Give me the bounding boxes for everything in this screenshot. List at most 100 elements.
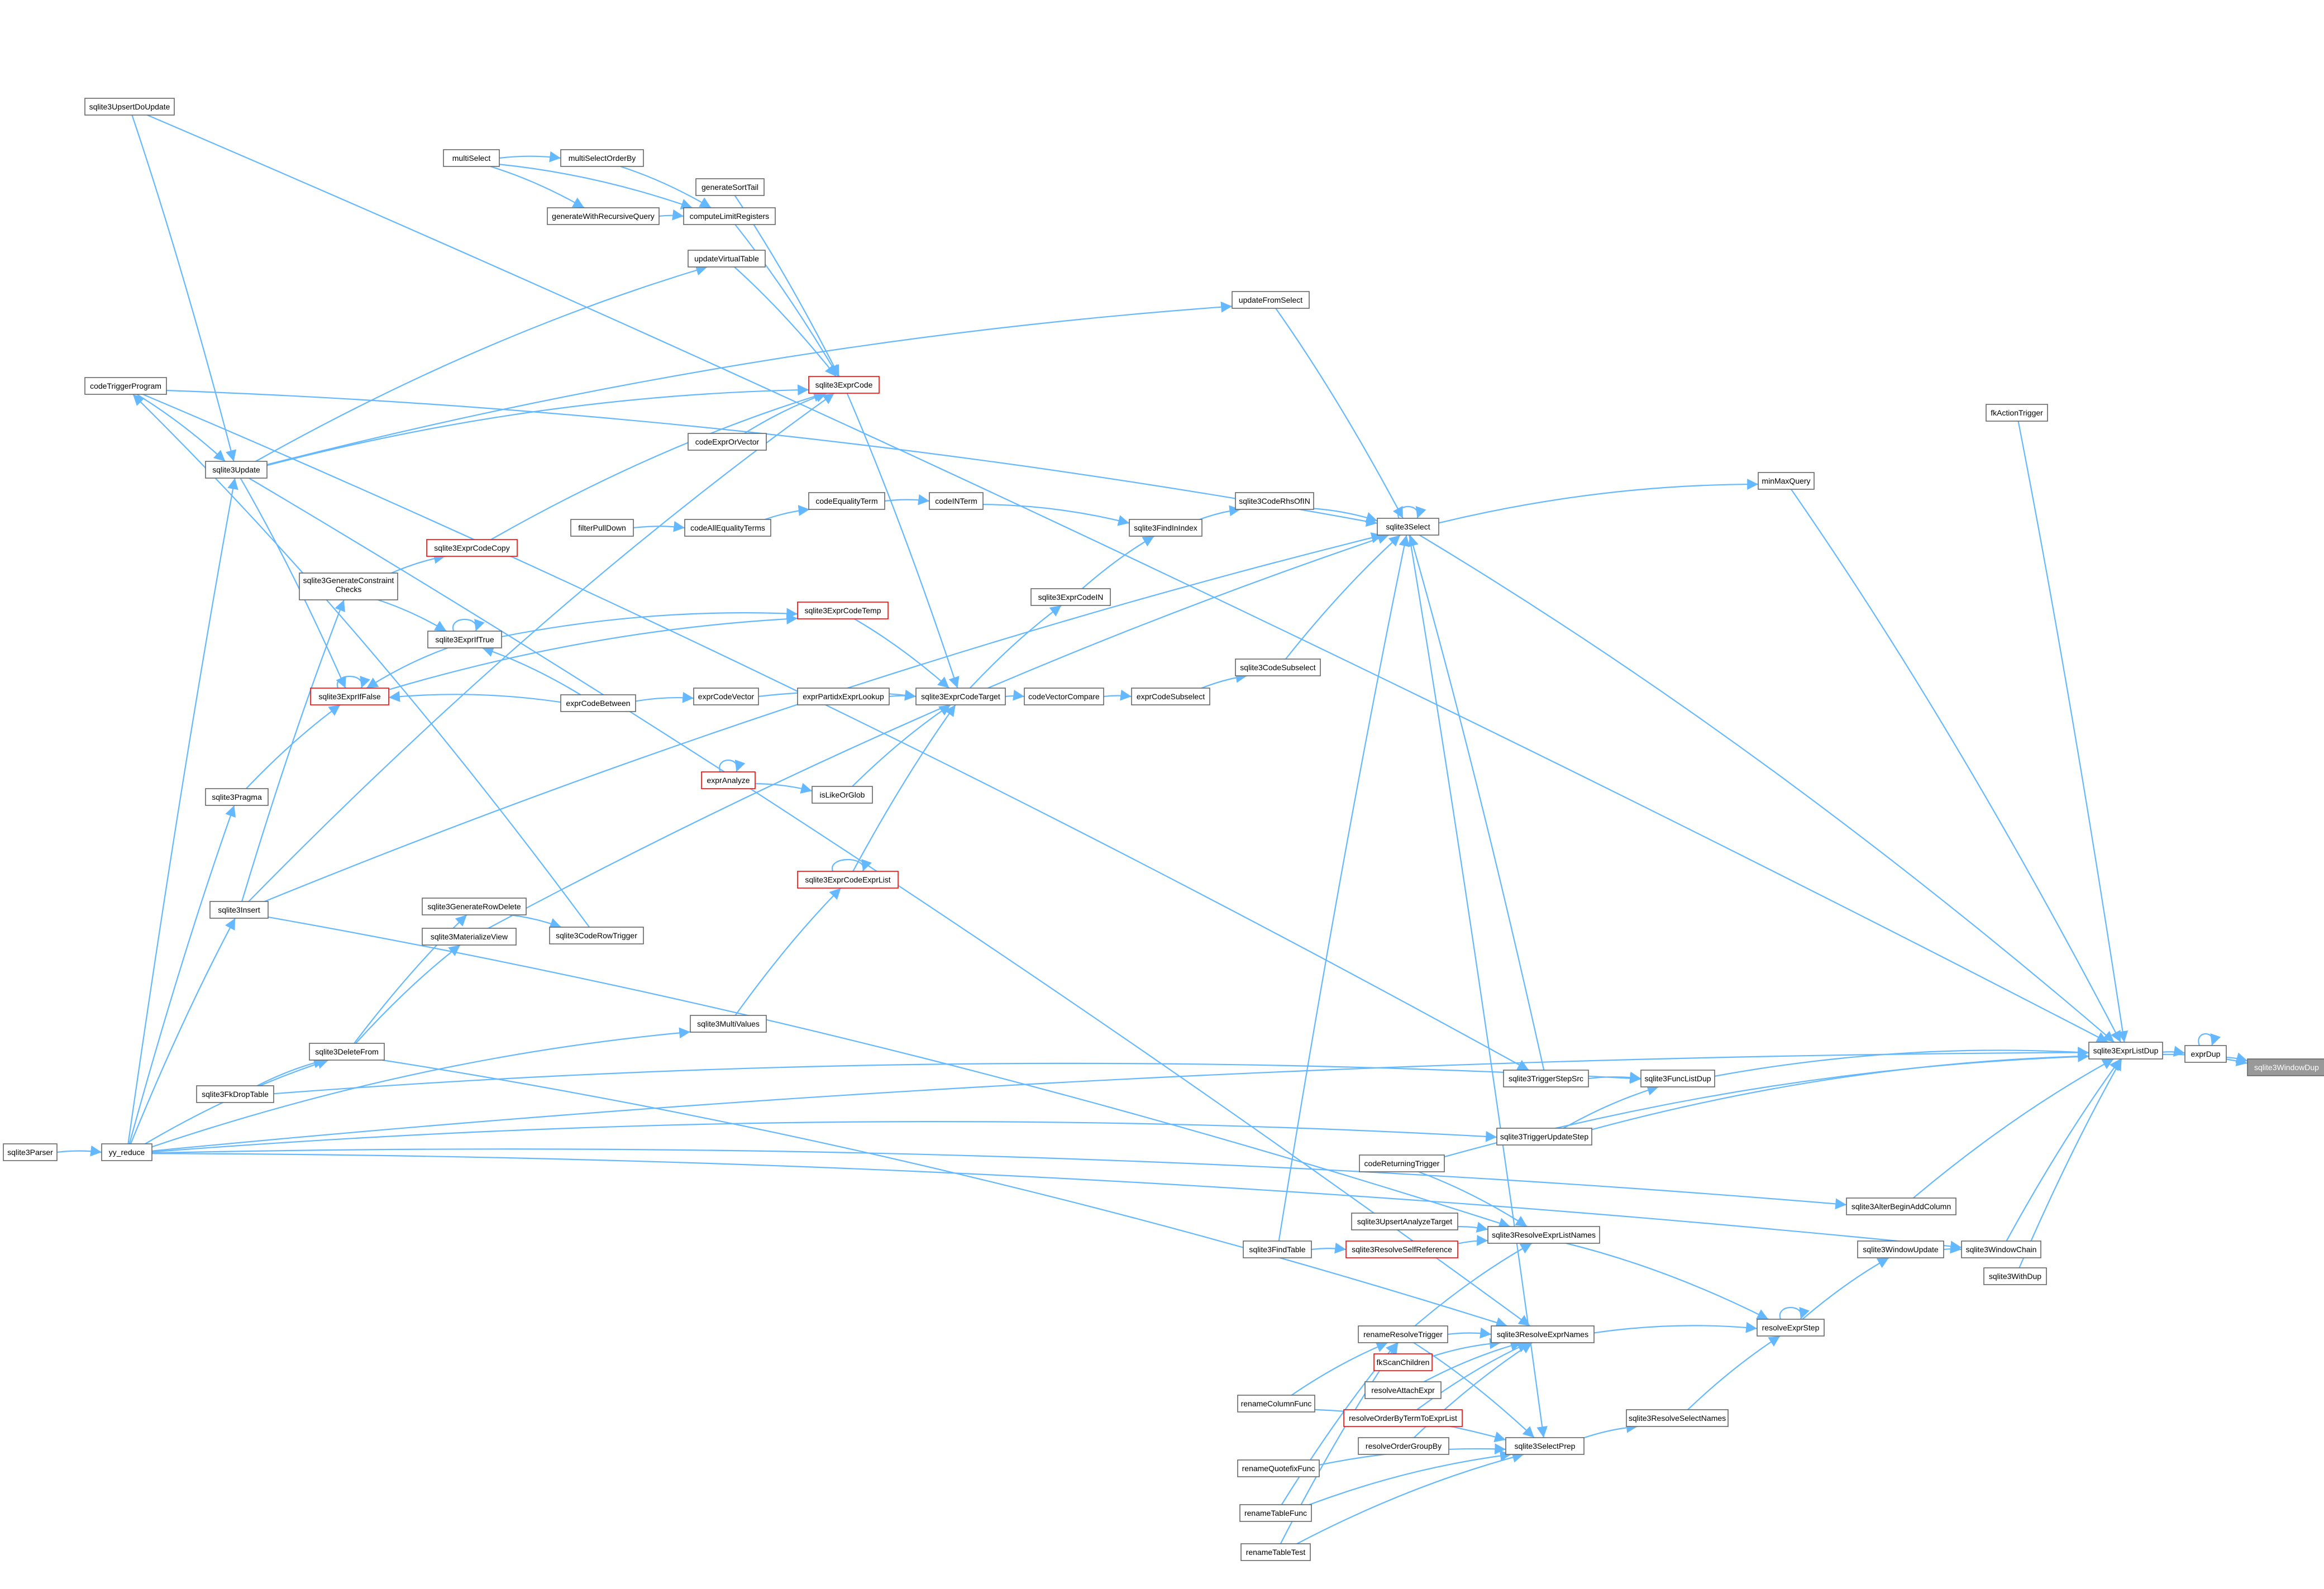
node-box[interactable] xyxy=(929,492,984,510)
node-box[interactable] xyxy=(701,771,756,789)
node-computeLimitRegisters[interactable]: computeLimitRegisters xyxy=(683,207,776,225)
node-sqlite3FindInIndex[interactable]: sqlite3FindInIndex xyxy=(1129,519,1202,537)
node-box[interactable] xyxy=(1359,1154,1445,1172)
node-box[interactable] xyxy=(808,376,880,394)
node-sqlite3UpsertDoUpdate[interactable]: sqlite3UpsertDoUpdate xyxy=(84,98,175,116)
node-isLikeOrGlob[interactable]: isLikeOrGlob xyxy=(812,786,873,804)
node-box[interactable] xyxy=(1373,1353,1433,1371)
node-sqlite3ExprCodeTarget[interactable]: sqlite3ExprCodeTarget xyxy=(915,688,1006,705)
node-resolveAttachExpr[interactable]: resolveAttachExpr xyxy=(1364,1381,1442,1399)
node-box[interactable] xyxy=(547,207,660,225)
node-sqlite3Insert[interactable]: sqlite3Insert xyxy=(209,901,269,919)
node-sqlite3MultiValues[interactable]: sqlite3MultiValues xyxy=(690,1015,767,1033)
node-box[interactable] xyxy=(2088,1042,2163,1060)
node-sqlite3WithDup[interactable]: sqlite3WithDup xyxy=(1983,1267,2047,1285)
node-sqlite3ExprCodeTemp[interactable]: sqlite3ExprCodeTemp xyxy=(797,602,889,619)
node-minMaxQuery[interactable]: minMaxQuery xyxy=(1758,472,1815,490)
node-box[interactable] xyxy=(1358,1325,1448,1343)
node-sqlite3FuncListDup[interactable]: sqlite3FuncListDup xyxy=(1640,1070,1715,1087)
node-sqlite3ExprIfFalse[interactable]: sqlite3ExprIfFalse xyxy=(310,688,389,705)
node-box[interactable] xyxy=(209,901,269,919)
node-exprCodeBetween[interactable]: exprCodeBetween xyxy=(560,694,636,712)
node-sqlite3ExprIfTrue[interactable]: sqlite3ExprIfTrue xyxy=(427,631,502,648)
node-box[interactable] xyxy=(808,492,885,510)
node-sqlite3TriggerStepSrc[interactable]: sqlite3TriggerStepSrc xyxy=(1503,1070,1589,1087)
node-sqlite3MaterializeView[interactable]: sqlite3MaterializeView xyxy=(422,928,517,946)
node-box[interactable] xyxy=(1232,291,1310,309)
node-renameQuotefixFunc[interactable]: renameQuotefixFunc xyxy=(1237,1459,1320,1477)
node-codeINTerm[interactable]: codeINTerm xyxy=(929,492,984,510)
node-box[interactable] xyxy=(443,149,500,167)
node-updateVirtualTable[interactable]: updateVirtualTable xyxy=(688,250,766,268)
node-sqlite3GenerateRowDelete[interactable]: sqlite3GenerateRowDelete xyxy=(422,898,527,915)
node-box[interactable] xyxy=(1364,1381,1442,1399)
node-sqlite3ResolveSelectNames[interactable]: sqlite3ResolveSelectNames xyxy=(1626,1409,1729,1427)
node-sqlite3ResolveExprNames[interactable]: sqlite3ResolveExprNames xyxy=(1491,1325,1595,1343)
node-box[interactable] xyxy=(1640,1070,1715,1087)
node-box[interactable] xyxy=(560,694,636,712)
node-box[interactable] xyxy=(1491,1325,1595,1343)
node-sqlite3ResolveSelfReference[interactable]: sqlite3ResolveSelfReference xyxy=(1345,1240,1458,1258)
node-resolveExprStep[interactable]: resolveExprStep xyxy=(1757,1319,1825,1337)
node-box[interactable] xyxy=(422,928,517,946)
node-sqlite3CodeRhsOfIN[interactable]: sqlite3CodeRhsOfIN xyxy=(1235,492,1314,510)
node-box[interactable] xyxy=(1758,472,1815,490)
node-renameResolveTrigger[interactable]: renameResolveTrigger xyxy=(1358,1325,1448,1343)
node-sqlite3WindowDup[interactable]: sqlite3WindowDup xyxy=(2247,1058,2324,1076)
node-box[interactable] xyxy=(1986,404,2048,422)
node-box[interactable] xyxy=(310,688,389,705)
node-fkScanChildren[interactable]: fkScanChildren xyxy=(1373,1353,1433,1371)
node-sqlite3TriggerUpdateStep[interactable]: sqlite3TriggerUpdateStep xyxy=(1496,1128,1592,1146)
node-renameTableTest[interactable]: renameTableTest xyxy=(1240,1543,1311,1561)
node-box[interactable] xyxy=(1237,1395,1315,1413)
node-box[interactable] xyxy=(1496,1128,1592,1146)
node-box[interactable] xyxy=(1358,1437,1449,1455)
node-box[interactable] xyxy=(2247,1058,2324,1076)
node-box[interactable] xyxy=(683,207,776,225)
node-box[interactable] xyxy=(1235,492,1314,510)
node-box[interactable] xyxy=(1626,1409,1729,1427)
node-fkActionTrigger[interactable]: fkActionTrigger xyxy=(1986,404,2048,422)
node-sqlite3ExprCodeIN[interactable]: sqlite3ExprCodeIN xyxy=(1030,588,1111,606)
node-box[interactable] xyxy=(196,1085,274,1103)
node-box[interactable] xyxy=(797,688,890,705)
node-box[interactable] xyxy=(1243,1240,1312,1258)
node-sqlite3CodeRowTrigger[interactable]: sqlite3CodeRowTrigger xyxy=(549,927,644,944)
node-box[interactable] xyxy=(1343,1409,1463,1427)
node-box[interactable] xyxy=(3,1143,58,1161)
node-box[interactable] xyxy=(2184,1045,2227,1063)
node-box[interactable] xyxy=(1030,588,1111,606)
node-sqlite3WindowChain[interactable]: sqlite3WindowChain xyxy=(1961,1240,2041,1258)
node-box[interactable] xyxy=(1240,1543,1311,1561)
node-generateWithRecursiveQuery[interactable]: generateWithRecursiveQuery xyxy=(547,207,660,225)
node-updateFromSelect[interactable]: updateFromSelect xyxy=(1232,291,1310,309)
node-box[interactable] xyxy=(1351,1213,1458,1230)
node-box[interactable] xyxy=(1857,1240,1944,1258)
node-sqlite3SelectPrep[interactable]: sqlite3SelectPrep xyxy=(1505,1437,1585,1455)
node-codeTriggerProgram[interactable]: codeTriggerProgram xyxy=(84,377,167,395)
node-box[interactable] xyxy=(915,688,1006,705)
node-sqlite3UpsertAnalyzeTarget[interactable]: sqlite3UpsertAnalyzeTarget xyxy=(1351,1213,1458,1230)
node-box[interactable] xyxy=(695,178,765,196)
node-box[interactable] xyxy=(101,1143,152,1161)
node-box[interactable] xyxy=(560,149,644,167)
node-box[interactable] xyxy=(84,98,175,116)
node-resolveOrderByTermToExprList[interactable]: resolveOrderByTermToExprList xyxy=(1343,1409,1463,1427)
node-box[interactable] xyxy=(427,631,502,648)
node-box[interactable] xyxy=(426,539,518,557)
node-resolveOrderGroupBy[interactable]: resolveOrderGroupBy xyxy=(1358,1437,1449,1455)
node-box[interactable] xyxy=(1239,1504,1312,1522)
node-sqlite3ExprListDup[interactable]: sqlite3ExprListDup xyxy=(2088,1042,2163,1060)
node-box[interactable] xyxy=(1757,1319,1825,1337)
node-sqlite3Select[interactable]: sqlite3Select xyxy=(1377,518,1439,536)
node-box[interactable] xyxy=(1129,519,1202,537)
node-box[interactable] xyxy=(812,786,873,804)
node-box[interactable] xyxy=(299,572,398,600)
node-codeAllEqualityTerms[interactable]: codeAllEqualityTerms xyxy=(684,519,771,537)
node-renameTableFunc[interactable]: renameTableFunc xyxy=(1239,1504,1312,1522)
node-multiSelectOrderBy[interactable]: multiSelectOrderBy xyxy=(560,149,644,167)
node-box[interactable] xyxy=(1487,1226,1600,1244)
node-box[interactable] xyxy=(1961,1240,2041,1258)
node-sqlite3ExprCodeCopy[interactable]: sqlite3ExprCodeCopy xyxy=(426,539,518,557)
node-sqlite3FindTable[interactable]: sqlite3FindTable xyxy=(1243,1240,1312,1258)
